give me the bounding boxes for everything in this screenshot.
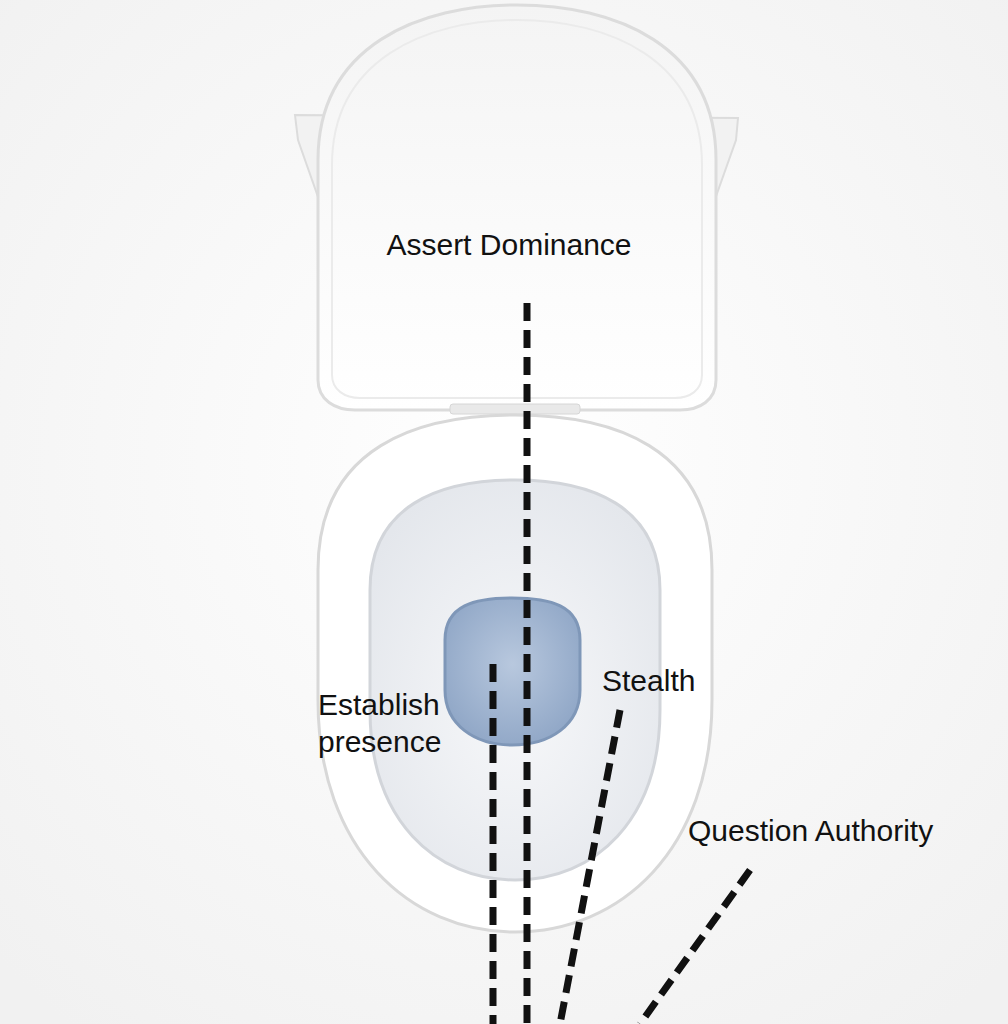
stream-label: Question Authority xyxy=(688,812,933,849)
lid xyxy=(318,5,716,410)
seat xyxy=(318,415,712,932)
stream-label: Stealth xyxy=(602,662,695,699)
stream-label: Establish presence xyxy=(318,686,478,760)
lid-rim xyxy=(332,20,702,398)
stream-lines xyxy=(493,303,750,1024)
stream-line xyxy=(524,303,531,1024)
stream-line xyxy=(490,664,497,1024)
water xyxy=(445,598,580,745)
stream-line xyxy=(560,710,620,1024)
stream-label: Assert Dominance xyxy=(386,226,631,263)
hinge xyxy=(450,404,580,414)
stream-line xyxy=(640,870,750,1024)
